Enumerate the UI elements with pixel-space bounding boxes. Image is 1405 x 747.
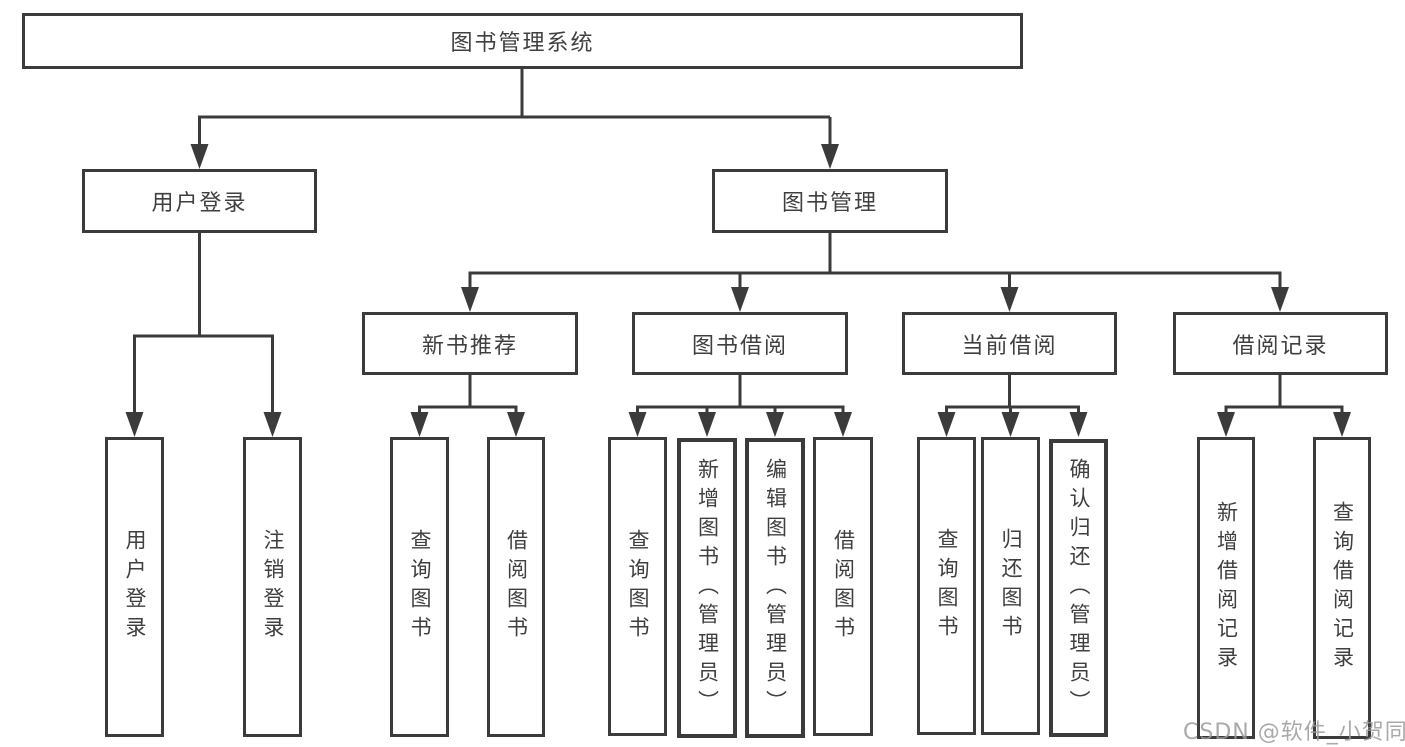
node-new-book-recommend: 新书推荐 <box>362 312 578 375</box>
leaf-nb-query-books-label: 查询图书 <box>408 529 432 645</box>
node-root-system: 图书管理系统 <box>22 13 1023 69</box>
leaf-cb-query-books: 查询图书 <box>917 437 976 735</box>
node-book-management: 图书管理 <box>712 169 948 233</box>
leaf-logout: 注销登录 <box>243 437 302 737</box>
leaf-bb-edit-books-admin: 编辑图书（管理员） <box>745 438 805 738</box>
leaf-cb-return-books: 归还图书 <box>981 437 1040 735</box>
node-root-label: 图书管理系统 <box>450 31 595 56</box>
leaf-cb-query-books-label: 查询图书 <box>935 528 959 644</box>
leaf-bb-edit-books-admin-label: 编辑图书（管理员） <box>763 457 788 719</box>
leaf-bb-borrow-books-label: 借阅图书 <box>831 528 856 645</box>
node-current-borrow-label: 当前借阅 <box>961 333 1058 359</box>
node-book-management-label: 图书管理 <box>781 191 878 216</box>
node-borrow-records-label: 借阅记录 <box>1232 333 1329 359</box>
node-user-login: 用户登录 <box>82 169 317 233</box>
leaf-bb-borrow-books: 借阅图书 <box>813 437 873 736</box>
node-borrow-records: 借阅记录 <box>1173 312 1388 375</box>
leaf-logout-label: 注销登录 <box>261 529 285 645</box>
leaf-br-add-record-label: 新增借阅记录 <box>1214 501 1239 675</box>
leaf-br-query-record-label: 查询借阅记录 <box>1330 501 1355 675</box>
node-new-book-recommend-label: 新书推荐 <box>421 333 518 359</box>
node-user-login-label: 用户登录 <box>151 191 248 216</box>
leaf-nb-borrow-books-label: 借阅图书 <box>504 529 529 645</box>
leaf-cb-confirm-return-admin: 确认归还（管理员） <box>1049 439 1108 737</box>
leaf-nb-query-books: 查询图书 <box>390 437 449 737</box>
leaf-user-login: 用户登录 <box>105 437 164 737</box>
leaf-br-query-record: 查询借阅记录 <box>1313 437 1371 739</box>
node-book-borrow: 图书借阅 <box>632 312 848 375</box>
leaf-bb-query-books-label: 查询图书 <box>626 528 650 645</box>
connector-arrowheads <box>125 144 1351 437</box>
node-book-borrow-label: 图书借阅 <box>691 333 788 359</box>
leaf-bb-query-books: 查询图书 <box>608 437 667 736</box>
csdn-watermark: CSDN @软件_小贺同学 <box>1183 720 1405 745</box>
leaf-bb-add-books-admin: 新增图书（管理员） <box>677 438 737 738</box>
leaf-bb-add-books-admin-label: 新增图书（管理员） <box>695 457 720 719</box>
leaf-cb-return-books-label: 归还图书 <box>999 528 1023 644</box>
leaf-cb-confirm-return-admin-label: 确认归还（管理员） <box>1067 457 1091 719</box>
connector-paths <box>133 69 1344 420</box>
leaf-nb-borrow-books: 借阅图书 <box>487 437 545 737</box>
leaf-user-login-label: 用户登录 <box>123 529 147 645</box>
node-current-borrow: 当前借阅 <box>902 312 1117 375</box>
leaf-br-add-record: 新增借阅记录 <box>1197 437 1255 739</box>
